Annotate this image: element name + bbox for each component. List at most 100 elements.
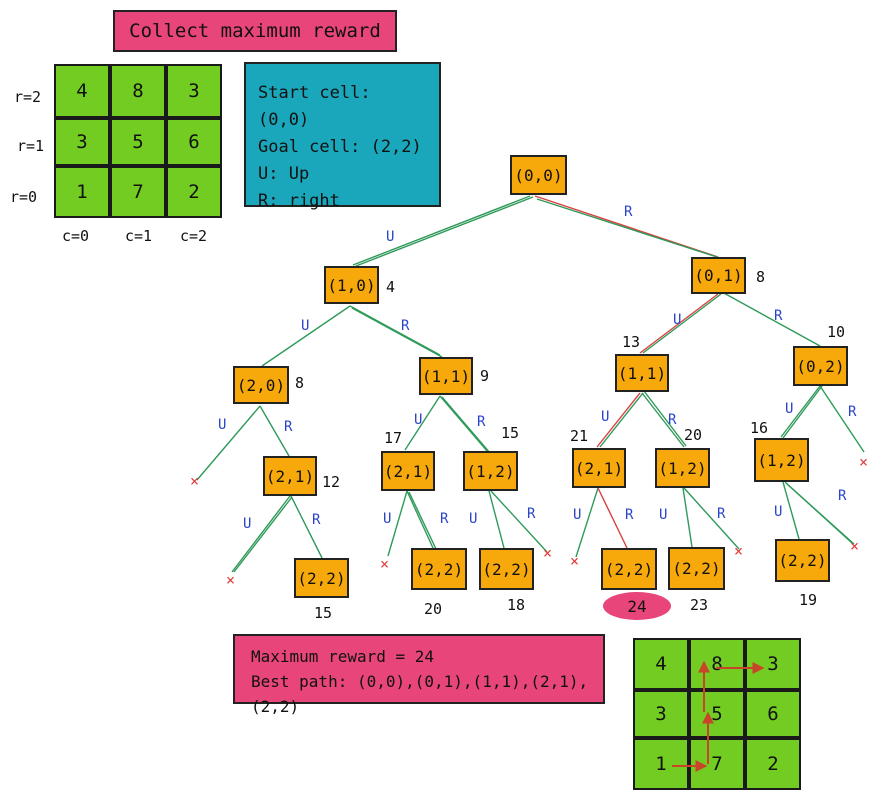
node-value: 17 xyxy=(384,429,403,447)
edge-label-up: U xyxy=(386,229,395,245)
edge-label-up: U xyxy=(301,318,310,334)
tree-node: (2,2) xyxy=(294,558,349,598)
edge-label-right: R xyxy=(668,412,677,428)
dead-end-mark: × xyxy=(190,472,200,490)
best-reward-badge: 24 xyxy=(603,592,671,620)
col-label: c=2 xyxy=(180,227,208,245)
dead-end-mark: × xyxy=(380,555,390,573)
edge-label-right: R xyxy=(624,204,633,220)
node-value: 19 xyxy=(799,591,818,609)
tree-node: (2,2) xyxy=(479,548,534,590)
row-label: r=2 xyxy=(14,88,42,106)
grid-cell: 1 xyxy=(633,738,689,790)
node-value: 9 xyxy=(480,367,490,385)
tree-node: (1,1) xyxy=(419,357,473,395)
dead-end-mark: × xyxy=(859,453,869,471)
dead-end-mark: × xyxy=(570,552,580,570)
tree-node: (1,2) xyxy=(655,448,710,488)
tree-node: (2,2) xyxy=(668,547,725,590)
edge-label-up: U xyxy=(573,507,582,523)
node-value: 16 xyxy=(750,419,769,437)
tree-node: (2,1) xyxy=(572,448,626,488)
edge-label-right: R xyxy=(625,507,634,523)
edge-label-right: R xyxy=(284,419,293,435)
grid-cell: 1 xyxy=(54,166,110,218)
info-line: U: Up xyxy=(258,164,310,184)
row-label: r=0 xyxy=(10,188,38,206)
grid-cell: 4 xyxy=(54,64,110,118)
tree-node: (2,1) xyxy=(263,456,317,496)
grid-cell: 5 xyxy=(689,690,745,738)
edge-label-right: R xyxy=(838,488,847,504)
edge-label-right: R xyxy=(477,414,486,430)
edge-label-up: U xyxy=(243,516,252,532)
info-box: Start cell: (0,0) Goal cell: (2,2) U: Up… xyxy=(244,62,441,211)
dead-end-mark: × xyxy=(850,537,860,555)
grid-cell: 2 xyxy=(745,738,801,790)
grid-cell: 8 xyxy=(110,64,166,118)
node-value: 13 xyxy=(622,333,641,351)
node-value: 15 xyxy=(501,424,520,442)
node-value: 4 xyxy=(386,278,396,296)
tree-node: (1,1) xyxy=(615,354,669,392)
edge-label-right: R xyxy=(717,506,726,522)
edge-label-up: U xyxy=(414,412,423,428)
edge-label-right: R xyxy=(774,308,783,324)
dead-end-mark: × xyxy=(543,544,553,562)
edge-label-right: R xyxy=(312,512,321,528)
node-value: 8 xyxy=(295,374,305,392)
edge-label-right: R xyxy=(527,506,536,522)
tree-node: (2,2) xyxy=(775,539,830,582)
info-line: Goal cell: (2,2) xyxy=(258,137,422,157)
tree-node: (2,2) xyxy=(411,548,467,590)
dead-end-mark: × xyxy=(226,571,236,589)
edge-label-right: R xyxy=(401,318,410,334)
page-title: Collect maximum reward xyxy=(113,10,397,52)
tree-node: (0,2) xyxy=(793,346,848,386)
grid-cell: 3 xyxy=(633,690,689,738)
node-value: 12 xyxy=(322,473,341,491)
edge-label-up: U xyxy=(774,504,783,520)
col-label: c=0 xyxy=(62,227,90,245)
grid-cell: 3 xyxy=(166,64,222,118)
node-value: 20 xyxy=(684,426,703,444)
tree-node: (2,2) xyxy=(601,548,657,590)
dead-end-mark: × xyxy=(734,542,744,560)
tree-node: (2,0) xyxy=(233,366,289,404)
row-label: r=1 xyxy=(17,137,45,155)
grid-cell: 6 xyxy=(166,118,222,166)
tree-node: (1,0) xyxy=(324,266,379,304)
grid-cell: 6 xyxy=(745,690,801,738)
edge-label-up: U xyxy=(469,511,478,527)
node-value: 15 xyxy=(314,604,333,622)
node-value: 23 xyxy=(690,596,709,614)
edge-label-up: U xyxy=(785,401,794,417)
tree-node: (1,2) xyxy=(463,451,518,491)
grid-cell: 7 xyxy=(110,166,166,218)
grid-cell: 4 xyxy=(633,638,689,690)
grid-cell: 3 xyxy=(54,118,110,166)
result-box: Maximum reward = 24 Best path: (0,0),(0,… xyxy=(233,634,605,716)
edge-label-up: U xyxy=(673,312,682,328)
info-line: R: right xyxy=(258,191,340,211)
info-line: Start cell: (0,0) xyxy=(258,83,371,130)
edge-label-up: U xyxy=(601,409,610,425)
node-value: 20 xyxy=(424,600,443,618)
tree-node: (0,0) xyxy=(510,155,567,195)
node-value: 8 xyxy=(756,268,766,286)
edge-label-up: U xyxy=(218,417,227,433)
grid-cell: 2 xyxy=(166,166,222,218)
grid-cell: 8 xyxy=(689,638,745,690)
grid-cell: 5 xyxy=(110,118,166,166)
node-value: 21 xyxy=(570,427,589,445)
tree-node: (2,1) xyxy=(381,451,435,491)
tree-node: (1,2) xyxy=(754,438,809,482)
edge-label-right: R xyxy=(848,404,857,420)
max-reward-text: Maximum reward = 24 xyxy=(251,647,435,666)
edge-label-up: U xyxy=(383,511,392,527)
edge-label-right: R xyxy=(440,511,449,527)
col-label: c=1 xyxy=(125,227,153,245)
node-value: 18 xyxy=(507,596,526,614)
